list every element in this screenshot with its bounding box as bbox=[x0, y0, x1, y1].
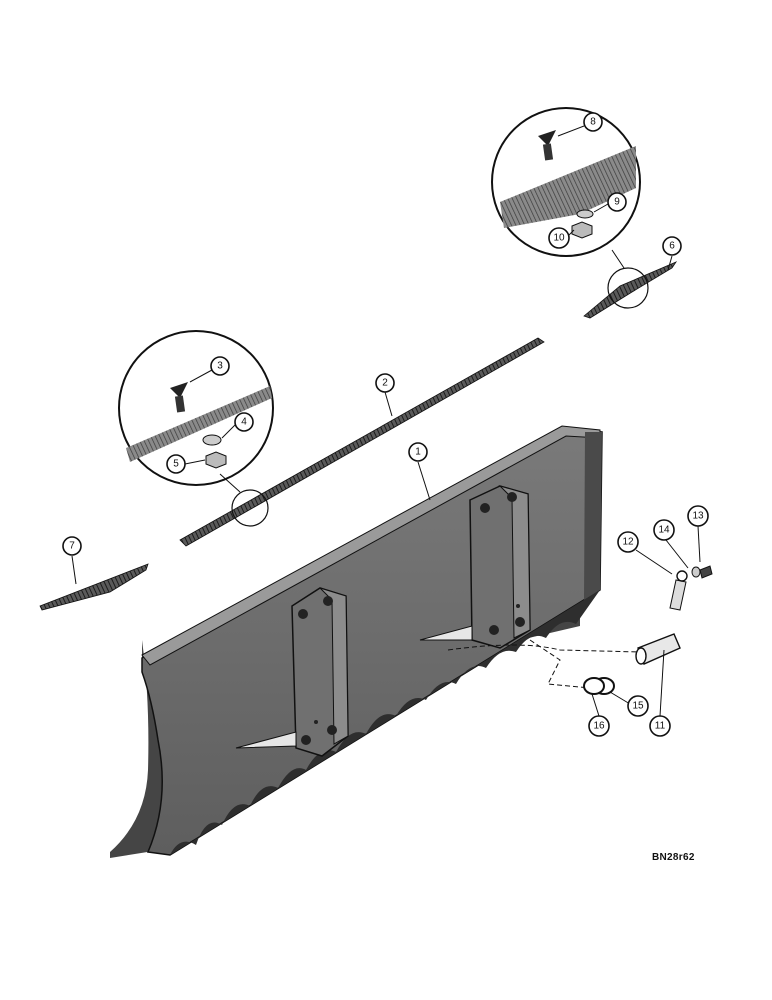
callout-6: 6 bbox=[662, 236, 682, 256]
svg-text:9: 9 bbox=[614, 197, 620, 208]
callout-4: 4 bbox=[234, 412, 254, 432]
svg-text:16: 16 bbox=[593, 721, 605, 732]
callout-12: 12 bbox=[617, 531, 639, 553]
callout-14: 14 bbox=[653, 519, 675, 541]
detail-view-left bbox=[118, 330, 274, 527]
callout-9: 9 bbox=[607, 192, 627, 212]
callout-2: 2 bbox=[375, 373, 395, 393]
svg-text:13: 13 bbox=[692, 511, 704, 522]
callout-13: 13 bbox=[687, 505, 709, 527]
callout-10: 10 bbox=[548, 227, 570, 249]
svg-text:6: 6 bbox=[669, 241, 675, 252]
svg-text:2: 2 bbox=[382, 378, 388, 389]
svg-text:14: 14 bbox=[658, 525, 670, 536]
svg-text:8: 8 bbox=[590, 117, 596, 128]
hardware bbox=[583, 565, 713, 695]
dozer-blade bbox=[110, 425, 603, 858]
svg-text:15: 15 bbox=[632, 701, 644, 712]
callout-16: 16 bbox=[588, 715, 610, 737]
callout-5: 5 bbox=[166, 454, 186, 474]
left-mounting-bracket bbox=[235, 587, 349, 757]
svg-text:1: 1 bbox=[415, 447, 421, 458]
svg-text:10: 10 bbox=[553, 233, 565, 244]
callout-11: 11 bbox=[649, 715, 671, 737]
svg-text:11: 11 bbox=[655, 721, 666, 732]
left-end-bit bbox=[39, 563, 149, 611]
callout-7: 7 bbox=[62, 536, 82, 556]
callout-8: 8 bbox=[583, 112, 603, 132]
callout-3: 3 bbox=[210, 356, 230, 376]
callout-15: 15 bbox=[627, 695, 649, 717]
right-mounting-bracket bbox=[419, 484, 531, 649]
cutting-edge bbox=[179, 337, 545, 547]
callout-leaders bbox=[71, 125, 701, 717]
svg-text:4: 4 bbox=[241, 417, 247, 428]
svg-text:3: 3 bbox=[217, 361, 223, 372]
svg-text:7: 7 bbox=[69, 541, 75, 552]
svg-text:5: 5 bbox=[173, 459, 179, 470]
drawing-number: BN28r62 bbox=[652, 852, 695, 863]
assembly-leaders bbox=[447, 639, 641, 689]
detail-view-right bbox=[491, 107, 649, 309]
callout-1: 1 bbox=[408, 442, 428, 462]
svg-text:12: 12 bbox=[622, 537, 634, 548]
right-end-bit bbox=[583, 261, 678, 319]
